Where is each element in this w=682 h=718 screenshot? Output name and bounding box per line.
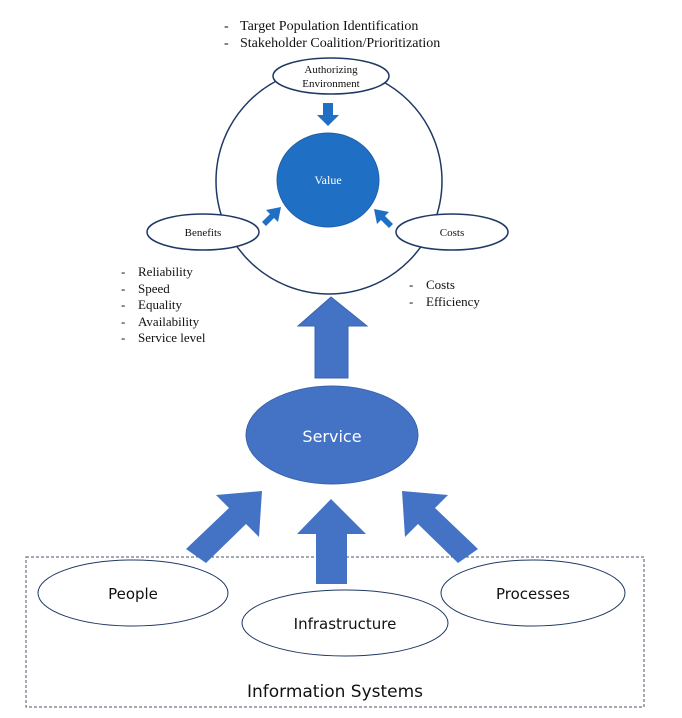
value-circle[interactable] [276,132,380,228]
arrow-up-right-icon [186,491,262,563]
svg-text:-: - [409,277,413,292]
costs-list-item: Efficiency [426,294,480,309]
svg-text:-: - [224,19,229,34]
benefits-list-item: Service level [138,330,206,345]
benefits-list: - Reliability - Speed - Equality - Avail… [121,264,206,345]
benefits-list-item: Equality [138,297,183,312]
arrow-up-left-icon [402,491,478,563]
arrow-up-left-icon [374,209,393,228]
people-label: People [108,585,158,603]
processes-label: Processes [496,585,570,603]
svg-text:-: - [121,314,125,329]
arrow-up-right-icon [262,207,281,226]
arrow-up-icon [296,296,369,379]
benefits-label: Benefits [185,227,222,239]
authorizing-label-line1: Authorizing [304,64,358,76]
arrow-up-icon [297,499,366,584]
benefits-ellipse[interactable] [146,213,260,251]
authorizing-label-line2: Environment [302,78,359,90]
svg-text:-: - [409,294,413,309]
information-systems-box [25,556,645,708]
arrow-down-icon [317,103,339,126]
benefits-list-item: Reliability [138,264,193,279]
svg-text:-: - [121,330,125,345]
top-list-item: Stakeholder Coalition/Prioritization [240,36,440,51]
service-ellipse[interactable] [245,385,419,485]
top-list: - Target Population Identification - Sta… [224,19,440,51]
value-label: Value [314,173,341,187]
information-systems-title: Information Systems [247,682,423,702]
costs-list: - Costs - Efficiency [409,277,480,309]
benefits-list-item: Speed [138,281,170,296]
processes-ellipse[interactable] [440,559,626,627]
infrastructure-ellipse[interactable] [241,589,449,657]
costs-label: Costs [440,227,464,239]
people-ellipse[interactable] [37,559,229,627]
service-label: Service [302,427,361,446]
costs-ellipse[interactable] [395,213,509,251]
authorizing-environment-ellipse[interactable] [272,57,390,95]
infrastructure-label: Infrastructure [294,615,397,633]
benefits-list-item: Availability [138,314,200,329]
svg-text:-: - [121,281,125,296]
top-list-item: Target Population Identification [240,19,418,34]
svg-text:-: - [121,297,125,312]
svg-text:-: - [121,264,125,279]
svg-text:-: - [224,36,229,51]
costs-list-item: Costs [426,277,455,292]
